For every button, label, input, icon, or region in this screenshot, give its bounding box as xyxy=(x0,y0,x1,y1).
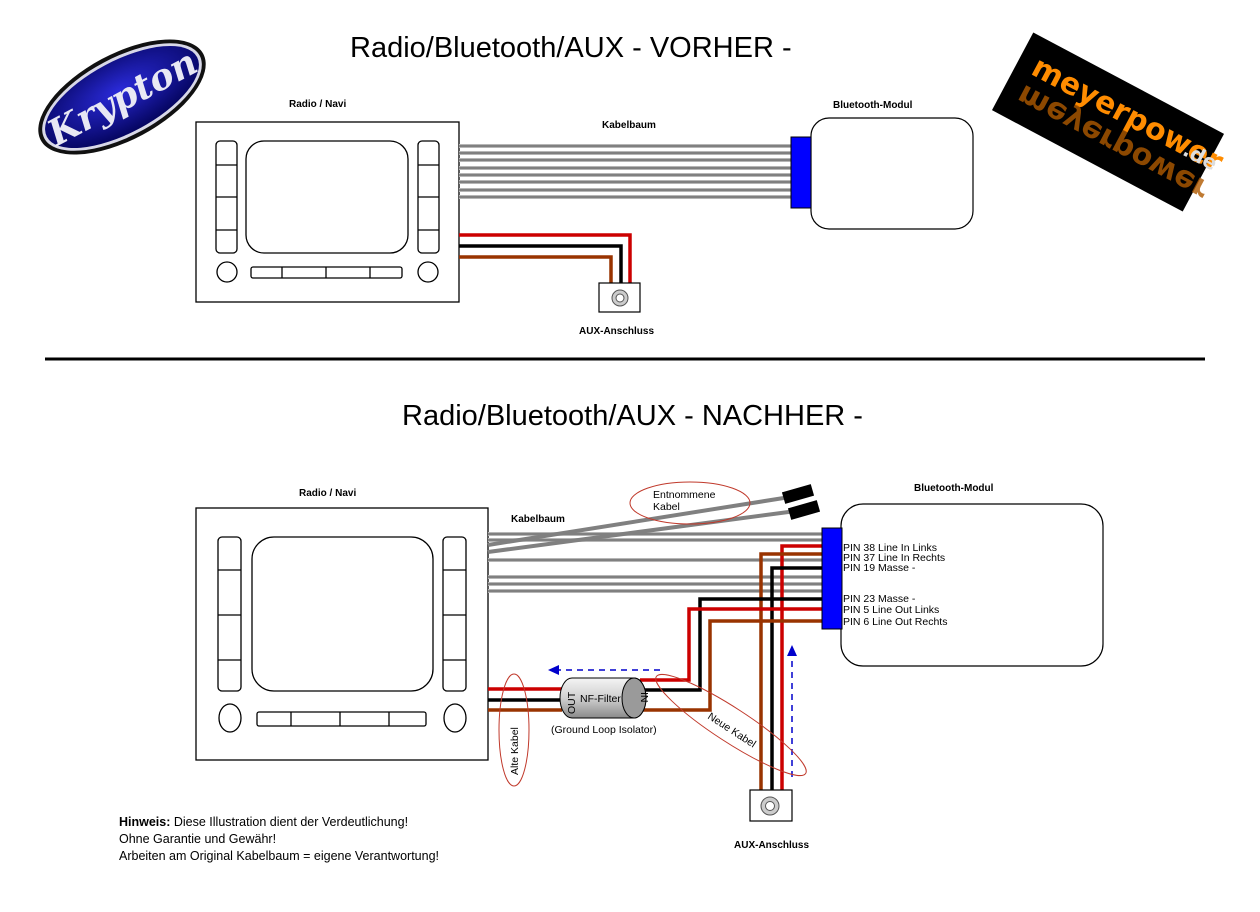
pin-label: PIN 19 Masse - xyxy=(843,562,916,574)
nf-filter-subtitle: (Ground Loop Isolator) xyxy=(551,724,657,736)
note-line-1: Diese Illustration dient der Verdeutlich… xyxy=(170,815,408,829)
nf-filter-label: NF-Filter xyxy=(580,693,621,705)
old-cables-callout xyxy=(498,673,530,787)
before-title: Radio/Bluetooth/AUX - VORHER - xyxy=(350,32,792,64)
after-harness-label: Kabelbaum xyxy=(511,514,565,525)
note-bold: Hinweis: xyxy=(119,815,170,829)
krypton-logo: Krypton xyxy=(38,39,206,155)
pin-labels: PIN 38 Line In Links PIN 37 Line In Rech… xyxy=(843,542,947,628)
signal-flow-arrow-left xyxy=(548,665,660,675)
after-bt-connector xyxy=(821,527,843,630)
before-aux-wires xyxy=(459,233,632,284)
new-cables-label: Neue Kabel xyxy=(705,710,758,750)
after-radio-label: Radio / Navi xyxy=(299,488,356,499)
before-bt-module xyxy=(810,117,974,230)
pin-label: PIN 38 Line In Links xyxy=(843,542,937,554)
pin-label: PIN 6 Line Out Rechts xyxy=(843,616,947,628)
pin-label: PIN 37 Line In Rechts xyxy=(843,552,945,564)
disclaimer-note: Hinweis: Diese Illustration dient der Ve… xyxy=(119,815,439,863)
svg-text:Hinweis: Diese Illustration di: Hinweis: Diese Illustration dient der Ve… xyxy=(119,815,408,829)
removed-cables-label-1: Entnommene xyxy=(653,489,716,501)
nf-filter: NF-Filter OUT IN xyxy=(559,677,650,719)
after-title: Radio/Bluetooth/AUX - NACHHER - xyxy=(402,400,863,432)
nf-filter-in-label: IN xyxy=(638,692,650,703)
removed-cables-label-2: Kabel xyxy=(653,501,680,513)
before-bt-connector xyxy=(790,136,812,209)
after-harness xyxy=(488,532,822,593)
before-harness xyxy=(459,144,791,199)
signal-flow-arrow-up xyxy=(787,645,797,777)
before-bt-label: Bluetooth-Modul xyxy=(833,100,913,111)
removed-cables xyxy=(487,484,821,554)
after-bt-module xyxy=(840,503,1104,667)
removed-cables-callout xyxy=(629,481,751,525)
old-cables-label: Alte Kabel xyxy=(509,727,521,775)
note-line-2: Ohne Garantie und Gewähr! xyxy=(119,832,276,846)
after-radio-unit xyxy=(195,507,489,761)
new-cables-callout xyxy=(655,673,807,777)
before-harness-label: Kabelbaum xyxy=(602,120,656,131)
after-aux-label: AUX-Anschluss xyxy=(734,840,809,851)
before-aux-jack xyxy=(598,282,641,313)
meyerpower-logo: meyerpower meyerpower .de xyxy=(991,32,1229,212)
after-aux-jack xyxy=(749,789,793,822)
after-bt-label: Bluetooth-Modul xyxy=(914,483,994,494)
before-aux-label: AUX-Anschluss xyxy=(579,326,654,337)
before-radio-label: Radio / Navi xyxy=(289,99,346,110)
before-radio-unit xyxy=(195,121,460,303)
nf-filter-out-label: OUT xyxy=(566,691,578,714)
pin-label: PIN 23 Masse - xyxy=(843,593,916,605)
new-wires xyxy=(488,544,822,790)
pin-label: PIN 5 Line Out Links xyxy=(843,604,939,616)
note-line-3: Arbeiten am Original Kabelbaum = eigene … xyxy=(119,849,439,863)
